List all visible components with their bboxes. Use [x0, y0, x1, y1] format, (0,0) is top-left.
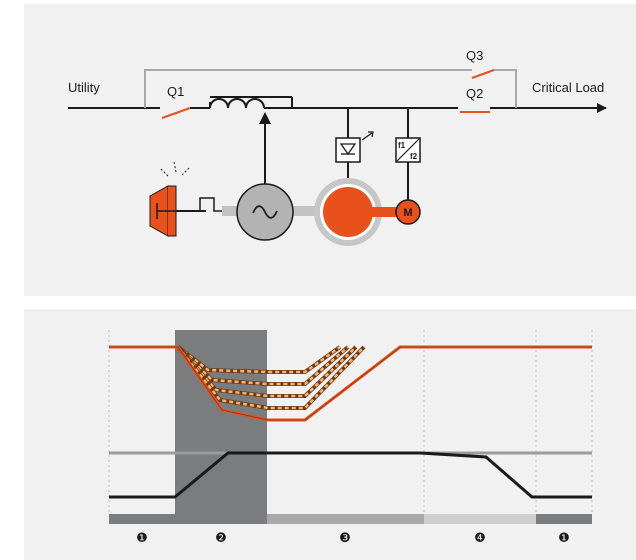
load-trace — [109, 451, 592, 499]
q3-label: Q3 — [466, 48, 483, 63]
utility-label: Utility — [68, 80, 100, 95]
schematic-panel: f1 f2 — [24, 4, 636, 296]
choke-inductor — [209, 96, 293, 109]
breaker-q1 — [161, 107, 191, 119]
freq-converter-f2: f2 — [410, 152, 418, 161]
frequency-converter-icon: f1 f2 — [395, 137, 421, 163]
timing-panel: ❶ ❷ ❸ ❹ ❶ — [24, 309, 636, 560]
phase-boundaries — [108, 330, 593, 514]
generator-link-arrow — [259, 112, 271, 124]
motor-icon: M — [395, 199, 421, 225]
phase-marker-4: ❹ — [474, 531, 486, 546]
schematic-diagram: f1 f2 — [68, 48, 607, 246]
phase-marker-2: ❷ — [215, 531, 227, 546]
generator-icon — [236, 183, 294, 241]
motor-label: M — [403, 207, 412, 219]
freq-converter-f1: f1 — [398, 141, 406, 150]
q1-label: Q1 — [167, 84, 184, 99]
phase-marker-5: ❶ — [558, 531, 570, 546]
flywheel-icon — [314, 178, 398, 246]
phase-bar — [109, 514, 592, 524]
phase-marker-1: ❶ — [136, 531, 148, 546]
bypass-line — [144, 69, 517, 108]
rectifier-icon — [335, 131, 374, 163]
q2-label: Q2 — [466, 86, 483, 101]
phase-marker-3: ❸ — [339, 531, 351, 546]
critical-load-label: Critical Load — [532, 80, 604, 95]
diesel-engine-icon — [149, 161, 222, 237]
timing-diagram: ❶ ❷ ❸ ❹ ❶ — [108, 330, 593, 546]
breaker-q3 — [471, 69, 495, 79]
flywheel-speed-curves — [176, 345, 366, 410]
phase-markers: ❶ ❷ ❸ ❹ ❶ — [136, 531, 570, 546]
